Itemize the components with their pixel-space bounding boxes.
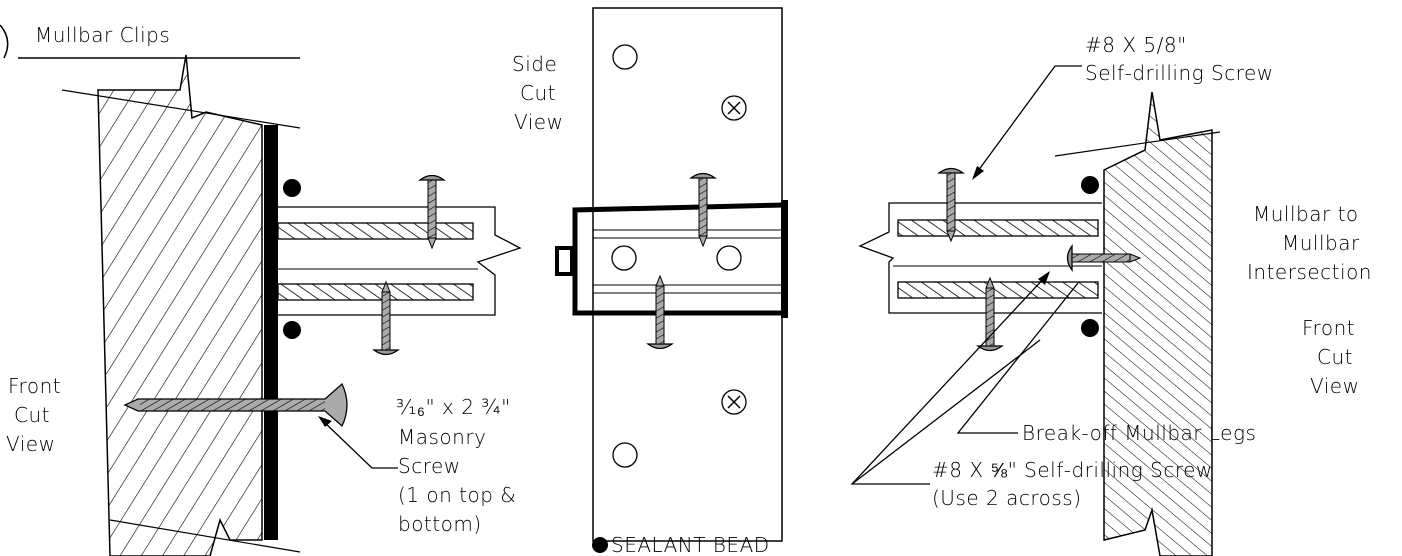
- masonry-wall: [97, 54, 263, 556]
- mounting-hole: [612, 44, 638, 70]
- mounting-hole: [716, 245, 742, 271]
- drawing-title: Mullbar Clips: [35, 23, 170, 47]
- mullbar-profile: [858, 202, 1102, 314]
- sealant-bead: [1081, 319, 1099, 337]
- mullbar-leg-lower: [277, 283, 474, 301]
- wall-break-top: [61, 89, 301, 129]
- break-off-leader: [956, 282, 1079, 434]
- bottom-screw-label-2: (Use 2 across): [932, 486, 1082, 510]
- bottom-screw-leader-arrow: [1038, 271, 1050, 285]
- section-break-top: [1054, 131, 1221, 157]
- bottom-screw-leader: [850, 274, 1048, 485]
- masonry-leader-arrow: [318, 416, 332, 427]
- mullbar-profile: [278, 206, 522, 316]
- front-cut-left-3: View: [6, 432, 55, 456]
- bottom-screw-leader-2: [851, 339, 1041, 485]
- right-intersection-detail: [858, 91, 1221, 556]
- front-cut-left-2: Cut: [14, 403, 50, 427]
- intersection-label-3: Intersection: [1247, 260, 1372, 284]
- intersection-label-2: Mullbar: [1282, 231, 1360, 255]
- callout-bubble: [0, 24, 9, 59]
- bottom-screw-label-1: #8 X ⅝" Self-drilling Screw: [932, 458, 1213, 482]
- side-cut-label-3: View: [514, 110, 563, 134]
- sealant-bead: [283, 179, 301, 197]
- masonry-label-1: Masonry: [398, 425, 486, 449]
- side-cut-label-1: Side: [512, 52, 557, 76]
- masonry-screw-size: ³⁄₁₆" x 2 ¾": [396, 395, 511, 419]
- masonry-label-3: (1 on top &: [398, 483, 516, 507]
- front-cut-right-1: Front: [1302, 316, 1355, 340]
- mullbar-section: [1103, 91, 1213, 556]
- masonry-screw: [123, 382, 348, 428]
- mullbar-leg-upper: [277, 222, 474, 240]
- screw-head-x: [721, 95, 747, 121]
- break-off-label: Break-off Mullbar Legs: [1022, 421, 1256, 445]
- mullbar-channel-outer: [572, 202, 786, 316]
- front-cut-right-3: View: [1310, 374, 1359, 398]
- side-cut-label-2: Cut: [520, 81, 556, 105]
- screw-head-x: [721, 389, 747, 415]
- channel-tab: [555, 246, 574, 276]
- top-screw-label-1: #8 X 5/8": [1085, 33, 1187, 57]
- intersection-label-1: Mullbar to: [1253, 202, 1359, 226]
- masonry-leader: [321, 419, 398, 469]
- wall-break-bottom: [109, 519, 301, 553]
- front-cut-right-2: Cut: [1317, 345, 1353, 369]
- mullbar-leg-upper: [897, 219, 1099, 237]
- sealant-bead: [283, 321, 301, 339]
- mullbar-leg-lower: [897, 281, 1099, 299]
- left-front-cut-detail: [61, 54, 522, 556]
- masonry-label-4: bottom): [398, 512, 482, 536]
- mounting-hole: [611, 245, 637, 271]
- top-screw-label-2: Self-drilling Screw: [1085, 61, 1274, 85]
- top-screw-leader-arrow: [972, 166, 984, 180]
- channel-end-plate: [781, 200, 788, 318]
- mounting-hole: [612, 442, 638, 468]
- side-cut-view: [555, 7, 788, 542]
- sealant-legend-label: SEALANT BEAD: [611, 533, 770, 556]
- front-cut-left-1: Front: [8, 374, 61, 398]
- top-screw-leader: [974, 65, 1082, 176]
- sealant-bead: [1081, 176, 1099, 194]
- mullbar-clip-plate: [264, 125, 278, 540]
- masonry-label-2: Screw: [398, 454, 461, 478]
- sealant-legend-symbol: [592, 537, 608, 553]
